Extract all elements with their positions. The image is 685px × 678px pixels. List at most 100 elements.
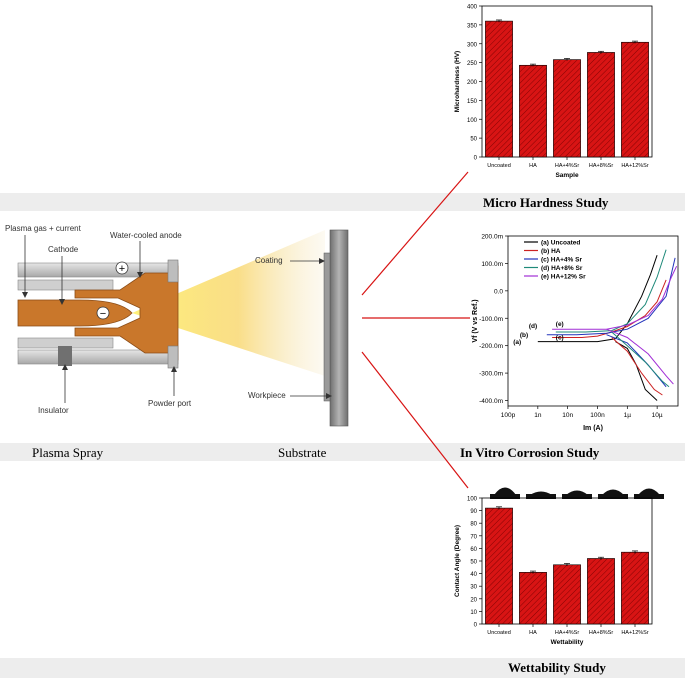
- powder-port-bottom: [167, 345, 179, 369]
- connector-to-wettability: [361, 351, 469, 489]
- y-tick-label: 20: [470, 597, 477, 603]
- y-tick-label: -300.0m: [479, 371, 503, 378]
- curve-label: (a): [513, 339, 521, 346]
- plasma-gas-label: Plasma gas + current: [5, 224, 82, 233]
- series-line-cathodic: [606, 328, 674, 385]
- x-tick-label: 10n: [562, 412, 573, 419]
- cathode-label: Cathode: [48, 245, 79, 254]
- y-tick-label: 350: [467, 23, 478, 29]
- droplet-uncoated: [494, 487, 516, 495]
- x-tick-label: HA+12%Sr: [621, 163, 649, 169]
- bar: [485, 507, 513, 625]
- legend-label: (c) HA+4% Sr: [541, 257, 582, 264]
- droplet-ha: [530, 491, 552, 495]
- substrate-caption: Substrate: [278, 445, 327, 460]
- legend-label: (e) HA+12% Sr: [541, 274, 586, 281]
- y-tick-label: 150: [467, 99, 478, 105]
- droplet-base-ha4: [562, 494, 592, 499]
- x-tick-label: 10µ: [652, 412, 663, 419]
- y-tick-label: 10: [470, 610, 477, 616]
- x-axis-label: Wettability: [551, 639, 584, 646]
- arrowhead-workpiece: [326, 393, 332, 399]
- coating-layer: [323, 252, 331, 402]
- arrowhead-plasma-gas: [22, 292, 28, 298]
- y-axis-label: Microhardness (HV): [454, 51, 461, 112]
- legend-label: (b) HA: [541, 248, 561, 255]
- series-line-anodic: [555, 249, 667, 333]
- x-tick-label: HA+8%Sr: [589, 163, 613, 169]
- insulator-label: Insulator: [38, 406, 69, 415]
- series-line-cathodic: [611, 331, 670, 388]
- y-tick-label: 0.0: [494, 288, 503, 295]
- legend-label: (d) HA+8% Sr: [541, 265, 583, 272]
- y-tick-label: 0: [474, 623, 478, 629]
- arrowhead-powder-port: [171, 366, 177, 372]
- x-axis-label: Sample: [555, 172, 579, 179]
- corrosion-chart: 200.0m100.0m0.0-100.0m-200.0m-300.0m-400…: [472, 234, 679, 432]
- series-line-cathodic: [606, 334, 667, 388]
- curve-label: (c): [556, 335, 564, 342]
- caption-band-top: [0, 193, 685, 211]
- gun-inner-top: [17, 279, 114, 291]
- droplet-base-ha: [526, 494, 556, 499]
- series-line-cathodic: [611, 337, 663, 396]
- minus-text: −: [100, 308, 106, 320]
- x-tick-label: Uncoated: [487, 630, 511, 636]
- x-axis-label: Im (A): [583, 425, 603, 432]
- arrowhead-cathode: [59, 299, 65, 305]
- series-line-anodic: [546, 257, 676, 336]
- y-tick-label: 70: [470, 534, 477, 540]
- y-tick-label: 100.0m: [481, 261, 503, 268]
- minus-symbol: [96, 306, 110, 320]
- y-tick-label: 40: [470, 572, 477, 578]
- bar: [553, 59, 581, 158]
- curve-label: (d): [529, 323, 537, 330]
- y-tick-label: 300: [467, 42, 478, 48]
- x-tick-label: HA+4%Sr: [555, 163, 579, 169]
- series-line-anodic: [552, 279, 667, 338]
- x-tick-label: Uncoated: [487, 163, 511, 169]
- droplet-base-ha8: [598, 494, 628, 499]
- wettability-caption: Wettability Study: [508, 660, 606, 675]
- anode-label: Water-cooled anode: [110, 231, 182, 240]
- plasma-spray-diagram: + − Plasma gas + current Cathode Water-c…: [5, 224, 349, 427]
- bar: [587, 52, 615, 158]
- arrowhead-coating: [319, 258, 325, 264]
- y-tick-label: 50: [470, 137, 477, 143]
- y-tick-label: 100: [467, 118, 478, 124]
- x-tick-label: HA+12%Sr: [621, 630, 649, 636]
- caption-band-middle: [0, 443, 685, 461]
- x-tick-label: HA+4%Sr: [555, 630, 579, 636]
- curve-label: (e): [556, 321, 564, 328]
- y-tick-label: 250: [467, 61, 478, 67]
- x-tick-label: HA+8%Sr: [589, 630, 613, 636]
- y-tick-label: 30: [470, 585, 477, 591]
- x-tick-label: HA: [529, 163, 537, 169]
- micro-hardness-caption: Micro Hardness Study: [483, 195, 609, 210]
- y-tick-label: -200.0m: [479, 343, 503, 350]
- plus-symbol: [115, 261, 129, 275]
- bar: [587, 558, 615, 625]
- y-tick-label: 200: [467, 80, 478, 86]
- bar: [485, 20, 513, 158]
- connector-to-hardness: [361, 171, 469, 296]
- y-tick-label: 100: [467, 497, 478, 503]
- coating-label: Coating: [255, 256, 283, 265]
- y-tick-label: 90: [470, 509, 477, 515]
- y-axis-label: Vf (V vs Ref.): [472, 299, 479, 342]
- droplet-ha8: [602, 489, 624, 495]
- x-tick-label: 100n: [590, 412, 605, 419]
- x-tick-label: 100p: [501, 412, 516, 419]
- droplet-ha4: [566, 490, 588, 495]
- spray-jet: [132, 230, 325, 376]
- series-line-anodic: [552, 265, 678, 330]
- legend-label: (a) Uncoated: [541, 240, 580, 247]
- y-tick-label: 50: [470, 560, 477, 566]
- bar: [519, 572, 547, 625]
- corrosion-caption: In Vitro Corrosion Study: [460, 445, 600, 460]
- insulator-block: [58, 346, 72, 366]
- x-tick-label: 1n: [534, 412, 542, 419]
- y-tick-label: 60: [470, 547, 477, 553]
